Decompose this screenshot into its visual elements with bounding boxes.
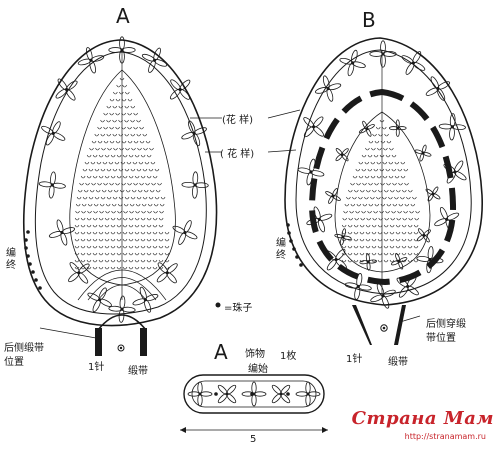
egg-a-beads	[24, 230, 42, 290]
watermark-url: http://stranamam.ru	[404, 432, 486, 441]
pattern-label-1: (花 样)	[222, 115, 253, 126]
ornament-beads	[214, 392, 290, 396]
flower-motif	[438, 113, 466, 141]
flower-motif	[339, 49, 366, 77]
flower-motif	[344, 273, 372, 300]
ornament-label: 饰物	[245, 349, 265, 360]
finish-label-a: 编 终	[6, 248, 16, 271]
pattern-label-2: ( 花 样)	[220, 149, 255, 160]
bead-legend-dot	[215, 302, 221, 308]
flower-motif	[303, 116, 324, 138]
egg-b-ribbon	[352, 305, 406, 345]
flower-motif	[325, 248, 347, 271]
flower-motif	[295, 381, 321, 407]
flower-motif	[306, 206, 333, 233]
flower-motif	[55, 78, 78, 101]
flower-motif	[297, 158, 325, 186]
egg-b-inner	[295, 49, 472, 295]
label-a-top: A	[116, 4, 130, 28]
flower-motif	[358, 120, 375, 137]
flower-motif	[38, 171, 66, 199]
egg-a-inner	[34, 51, 207, 315]
flower-motif	[334, 228, 352, 246]
flower-motif	[172, 220, 198, 245]
flower-motif	[434, 206, 460, 232]
egg-a-fan	[77, 269, 167, 301]
egg-b-beads	[286, 223, 303, 267]
flower-motif	[325, 188, 341, 204]
flower-motif	[369, 40, 397, 68]
egg-a-ribbon	[95, 314, 147, 356]
hook-label-b: 1针	[346, 354, 363, 365]
flower-motif	[271, 384, 291, 404]
egg-a-stitches	[74, 77, 170, 270]
flower-motif	[68, 262, 90, 284]
leader-lines	[39, 109, 421, 339]
egg-b	[284, 37, 483, 306]
flower-motif	[141, 47, 168, 73]
width-label: 5	[250, 434, 257, 445]
flower-motif	[414, 144, 432, 162]
label-b-top: B	[362, 8, 376, 32]
egg-a-pineapple	[69, 69, 176, 286]
ribbon-position-b: 后侧穿缎 带位置	[426, 319, 466, 344]
flower-motif	[169, 79, 191, 100]
label-a-bottom: A	[214, 340, 228, 364]
flower-motif	[314, 75, 342, 102]
flower-motif	[416, 228, 431, 243]
flower-motif	[390, 253, 408, 270]
egg-b-flowers	[297, 40, 467, 309]
flower-motif	[181, 171, 209, 199]
ribbon-label-a: 缎带	[128, 366, 148, 377]
flower-motif	[77, 47, 105, 74]
flower-motif	[156, 262, 178, 284]
ribbon-label-b: 缎带	[388, 357, 408, 368]
hook-label-a: 1针	[88, 362, 105, 373]
flower-motif	[416, 246, 444, 274]
flower-motif	[335, 148, 349, 162]
flower-motif	[108, 36, 136, 64]
flower-motif	[425, 76, 451, 101]
egg-b-stitches	[341, 119, 420, 263]
flower-motif	[217, 384, 237, 404]
watermark-logo: Страна Мам	[351, 408, 494, 429]
flower-motif	[425, 186, 441, 202]
finish-label-b: 编 终	[276, 238, 286, 261]
flower-motif	[48, 219, 76, 246]
egg-a	[22, 39, 218, 327]
count-label: 1枚	[280, 351, 297, 362]
bead-legend: =珠子	[224, 303, 253, 314]
flower-motif	[41, 121, 66, 146]
ornament-strip	[180, 374, 328, 433]
start-label: 编始	[248, 364, 268, 375]
flower-motif	[181, 120, 207, 147]
flower-motif	[187, 381, 213, 407]
egg-b-outer	[284, 37, 483, 306]
flower-motif	[359, 253, 377, 271]
flower-motif	[401, 51, 426, 75]
flower-motif	[443, 160, 467, 184]
flower-motif	[241, 381, 267, 407]
egg-b-ribbon-ring	[308, 88, 457, 286]
ribbon-position-a: 后侧缎带 位置	[4, 343, 44, 368]
flower-motif	[370, 283, 396, 309]
egg-a-flowers	[38, 36, 209, 323]
flower-motif	[396, 275, 419, 298]
flower-motif	[388, 119, 407, 137]
